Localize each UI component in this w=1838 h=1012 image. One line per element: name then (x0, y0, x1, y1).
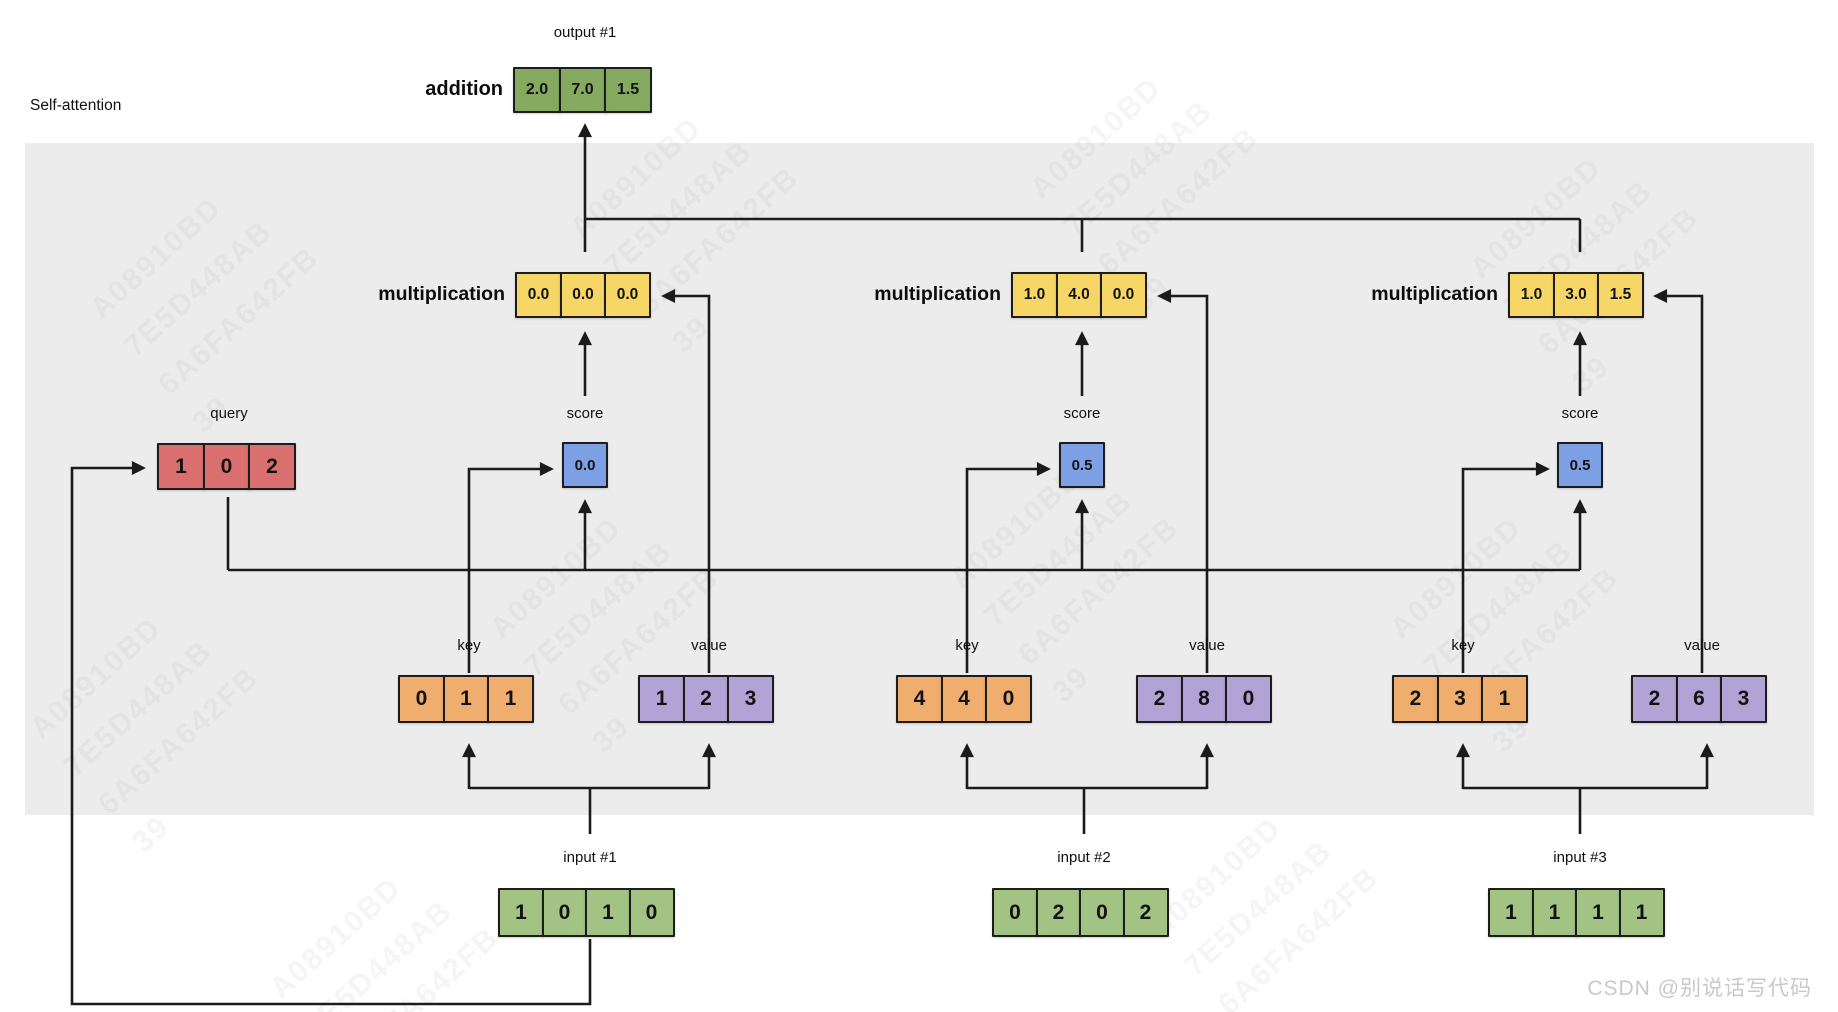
multiplication3-vector: 1.0 3.0 1.5 (1508, 272, 1644, 318)
value1-label: value (691, 637, 727, 654)
vector-cell: 1 (442, 675, 490, 723)
vector-cell: 1 (1481, 675, 1528, 723)
vector-cell: 1 (498, 888, 544, 937)
key1-vector: 0 1 1 (398, 675, 534, 723)
key2-label: key (955, 637, 979, 654)
vector-cell: 1 (1488, 888, 1534, 937)
vector-cell: 2 (1392, 675, 1439, 723)
vector-cell: 1.0 (1508, 272, 1555, 318)
vector-cell: 7.0 (558, 67, 607, 113)
vector-cell: 0 (985, 675, 1032, 723)
arrow-value2-to-mult2 (1157, 289, 1209, 673)
score1-label: score (566, 405, 604, 422)
vector-cell: 2 (682, 675, 730, 723)
vector-cell: 1.0 (1011, 272, 1058, 318)
vector-cell: 1 (1618, 888, 1665, 937)
query-label: query (210, 405, 248, 422)
vector-cell: 0 (541, 888, 588, 937)
vector-cell: 0.5 (1059, 442, 1105, 488)
vector-cell: 0.0 (1100, 272, 1147, 318)
value2-label: value (1189, 637, 1225, 654)
input1-vector: 1 0 1 0 (498, 888, 675, 937)
diagram-title: Self-attention (30, 97, 122, 114)
vector-cell: 1 (638, 675, 685, 723)
input2-vector: 0 2 0 2 (992, 888, 1169, 937)
vector-cell: 6 (1675, 675, 1723, 723)
vector-cell: 0 (992, 888, 1038, 937)
vector-cell: 1 (585, 888, 631, 937)
score3-box: 0.5 (1557, 442, 1603, 488)
vector-cell: 0 (202, 443, 251, 490)
arrow-value3-to-mult3 (1653, 289, 1704, 673)
input3-vector: 1 1 1 1 (1488, 888, 1665, 937)
vector-cell: 1 (1575, 888, 1621, 937)
key1-label: key (457, 637, 481, 654)
vector-cell: 2 (1122, 888, 1169, 937)
vector-cell: 1.5 (1597, 272, 1644, 318)
vector-cell: 0 (398, 675, 445, 723)
vector-cell: 3 (727, 675, 774, 723)
vector-cell: 0 (628, 888, 675, 937)
vector-cell: 4.0 (1055, 272, 1103, 318)
arrow-key3-to-score3 (1461, 462, 1550, 673)
score2-label: score (1063, 405, 1101, 422)
vector-cell: 4 (940, 675, 988, 723)
score1-box: 0.0 (562, 442, 608, 488)
multiplication1-vector: 0.0 0.0 0.0 (515, 272, 651, 318)
vector-cell: 4 (896, 675, 943, 723)
query-vector: 1 0 2 (157, 443, 296, 490)
vector-cell: 2 (1136, 675, 1183, 723)
value3-vector: 2 6 3 (1631, 675, 1767, 723)
output-vector: 2.0 7.0 1.5 (513, 67, 652, 113)
key2-vector: 4 4 0 (896, 675, 1032, 723)
multiplication3-label: multiplication (1371, 283, 1498, 305)
arrow-value1-to-mult1 (661, 289, 711, 673)
vector-cell: 2 (248, 443, 296, 490)
vector-cell: 0.0 (559, 272, 607, 318)
vector-cell: 1.5 (604, 67, 652, 113)
value1-vector: 1 2 3 (638, 675, 774, 723)
arrow-key2-to-score2 (965, 462, 1051, 673)
vector-cell: 0 (1225, 675, 1272, 723)
arrow-input1-to-query (70, 461, 592, 1006)
vector-cell: 2 (1035, 888, 1082, 937)
csdn-watermark: CSDN @别说话写代码 (1587, 977, 1812, 1000)
key3-vector: 2 3 1 (1392, 675, 1528, 723)
vector-cell: 0 (1079, 888, 1125, 937)
vector-cell: 2 (1631, 675, 1678, 723)
vector-cell: 3.0 (1552, 272, 1600, 318)
output-label: output #1 (553, 24, 617, 41)
vector-cell: 0.0 (515, 272, 562, 318)
key3-label: key (1451, 637, 1475, 654)
multiplication1-label: multiplication (378, 283, 505, 305)
vector-cell: 0.0 (604, 272, 651, 318)
vector-cell: 0.5 (1557, 442, 1603, 488)
input2-label: input #2 (1057, 849, 1111, 866)
addition-label: addition (425, 78, 503, 100)
vector-cell: 1 (157, 443, 205, 490)
score3-label: score (1561, 405, 1599, 422)
vector-cell: 8 (1180, 675, 1228, 723)
multiplication2-label: multiplication (874, 283, 1001, 305)
vector-cell: 1 (1531, 888, 1578, 937)
score2-box: 0.5 (1059, 442, 1105, 488)
arrow-key1-to-score1 (467, 462, 554, 673)
vector-cell: 0.0 (562, 442, 608, 488)
vector-cell: 1 (487, 675, 534, 723)
input3-label: input #3 (1553, 849, 1607, 866)
value2-vector: 2 8 0 (1136, 675, 1272, 723)
input1-label: input #1 (563, 849, 617, 866)
vector-cell: 3 (1720, 675, 1767, 723)
vector-cell: 3 (1436, 675, 1484, 723)
multiplication2-vector: 1.0 4.0 0.0 (1011, 272, 1147, 318)
value3-label: value (1684, 637, 1720, 654)
vector-cell: 2.0 (513, 67, 561, 113)
